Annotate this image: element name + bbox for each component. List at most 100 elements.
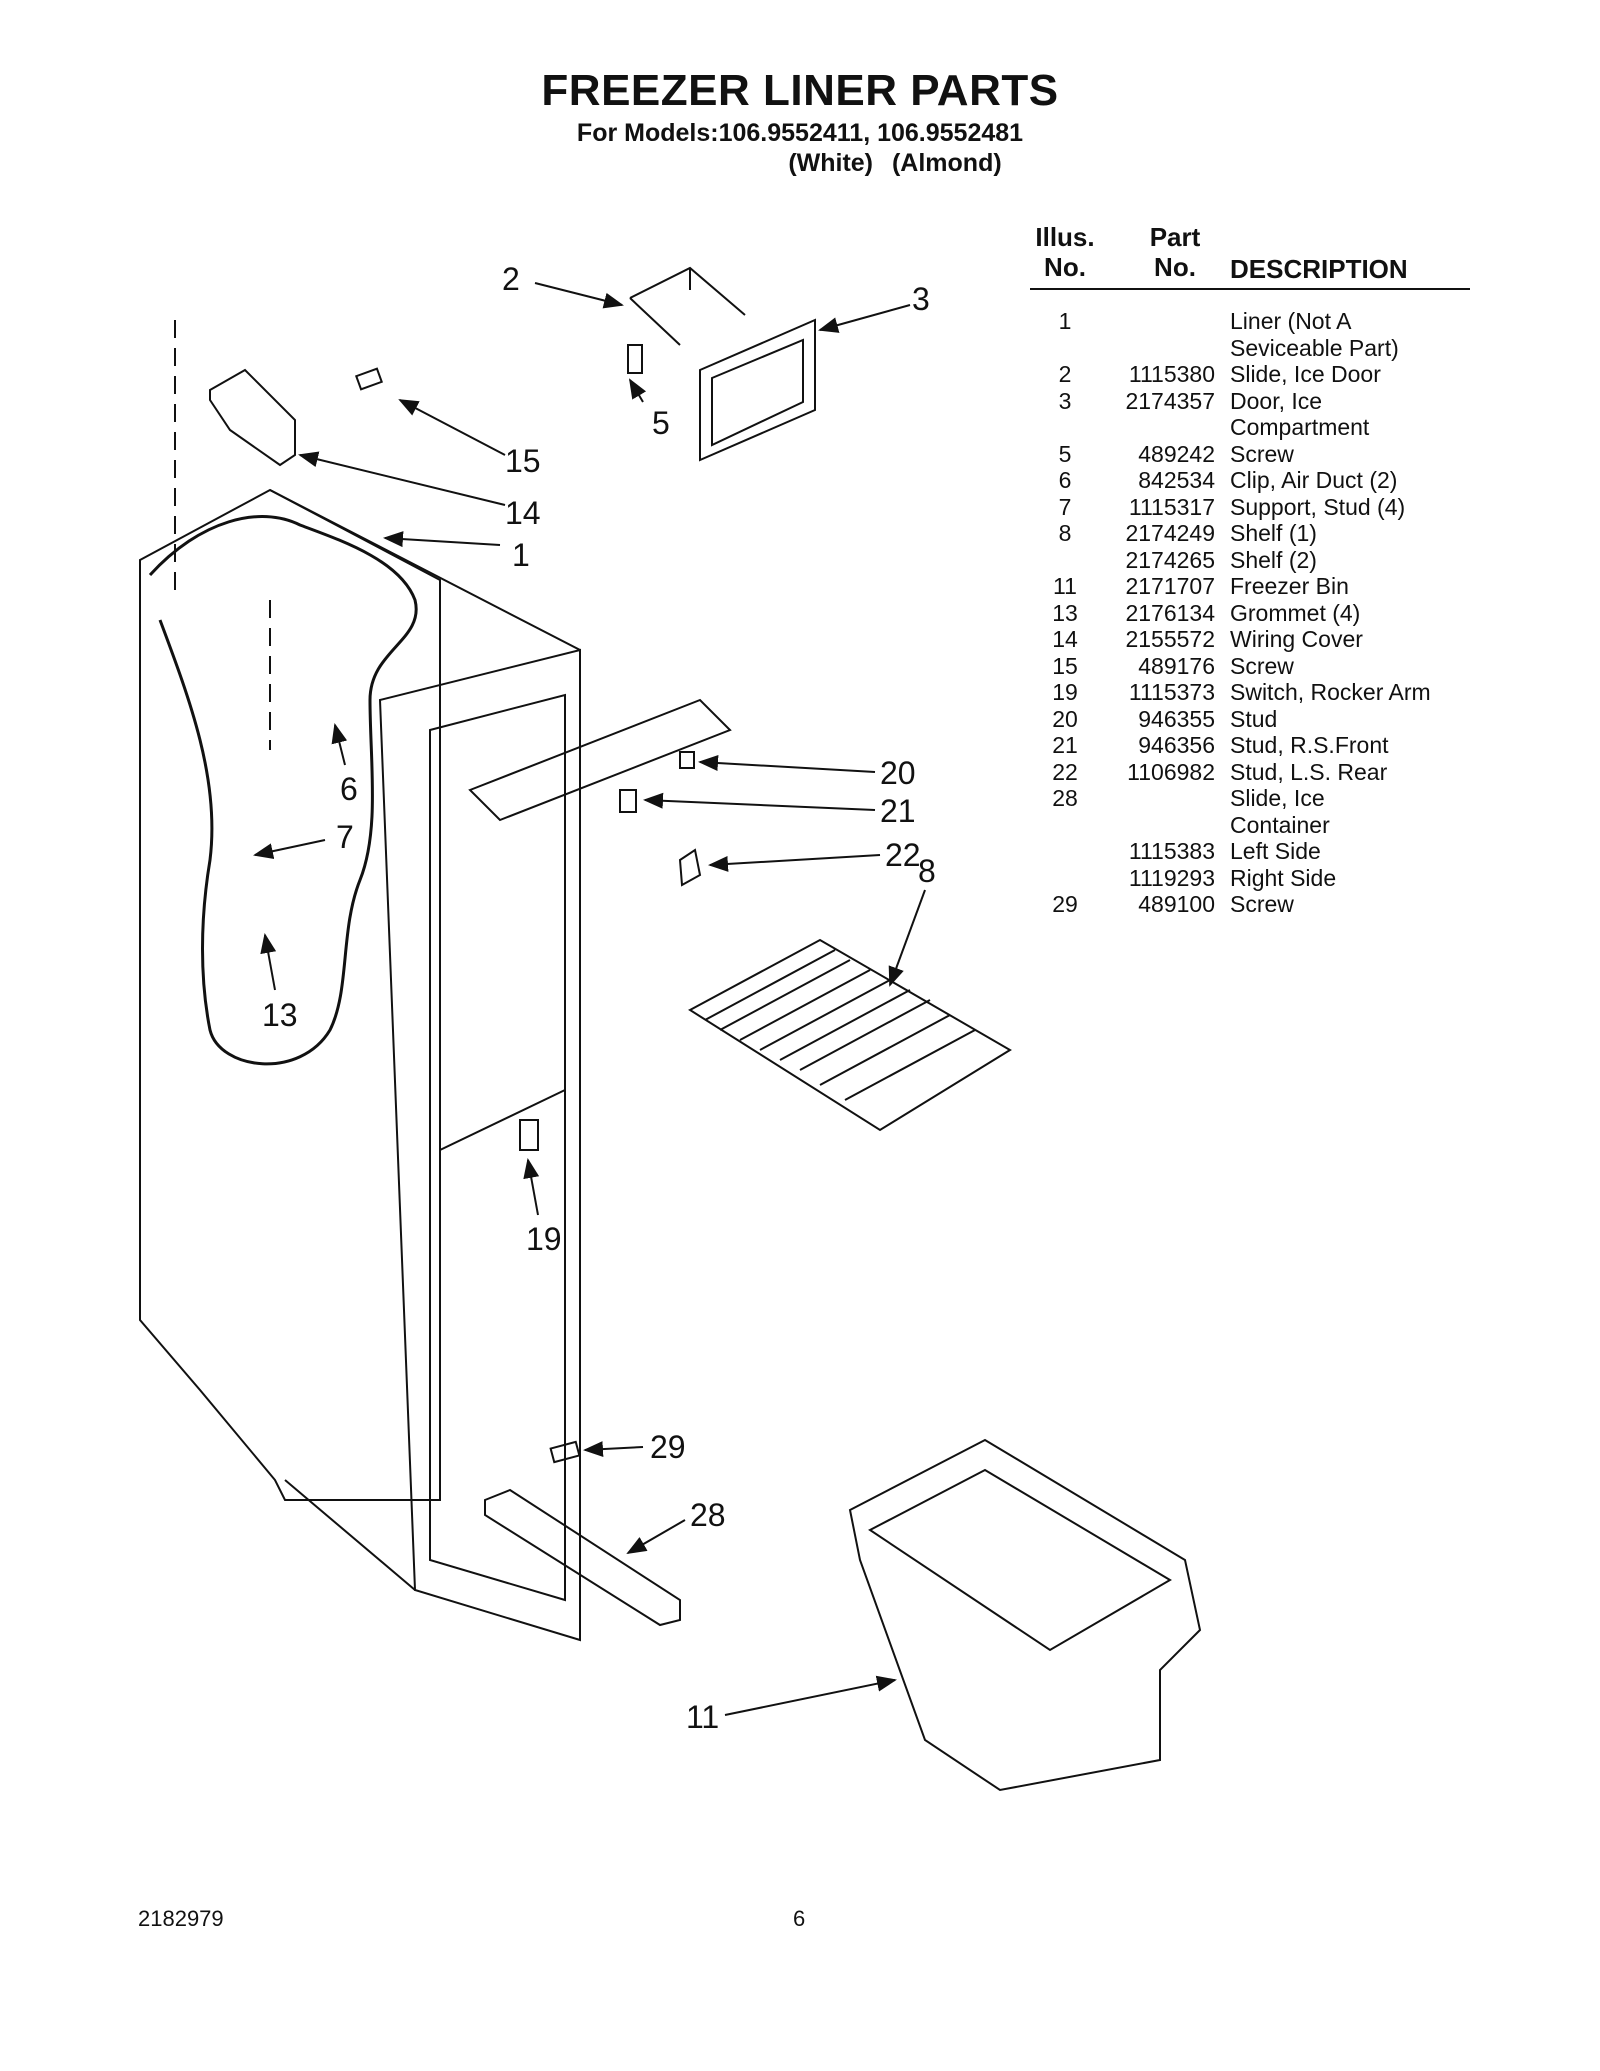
description-cell: Screw	[1230, 652, 1294, 679]
part-number-cell: 489176	[1138, 652, 1215, 679]
part-number-cell: 1115317	[1128, 493, 1215, 520]
part-number-cell: 1115373	[1128, 679, 1215, 705]
col-part-line2: No.	[1154, 252, 1196, 282]
leader-3	[818, 304, 911, 333]
description-cell: Left Side	[1230, 838, 1321, 864]
leader-19	[523, 1158, 540, 1216]
col-illus-line1: Illus.	[1035, 222, 1095, 252]
leader-6	[331, 723, 348, 766]
leader-28	[626, 1519, 686, 1555]
liner-front-frame	[378, 648, 581, 1642]
illus-cell: 29	[1052, 891, 1078, 917]
part-number-cell: 2176134	[1125, 599, 1215, 626]
leader-8	[888, 889, 926, 987]
model-numbers: For Models:106.9552411, 106.9552481 (Whi…	[0, 118, 1600, 178]
description-cell: Container	[1230, 811, 1330, 838]
ice-door-slide	[629, 266, 746, 346]
description-cell: Door, Ice	[1230, 387, 1323, 414]
table-row: 29 489100 Screw	[1030, 891, 1470, 918]
description-cell: Seviceable Part)	[1230, 334, 1399, 361]
screw-5	[627, 344, 643, 374]
callout-5: 5	[652, 405, 670, 441]
illus-cell: 15	[1052, 652, 1078, 679]
ice-container-slide	[484, 1488, 681, 1627]
description-cell: Screw	[1230, 891, 1294, 917]
description-cell: Shelf (2)	[1230, 546, 1317, 573]
leader-21	[643, 792, 876, 811]
dash-guide	[174, 320, 271, 750]
description-cell: Slide, Ice Door	[1230, 361, 1381, 387]
description-cell: Stud, R.S.Front	[1230, 732, 1389, 758]
col-part-header: Part No.	[1130, 222, 1220, 282]
description-cell: Stud, L.S. Rear	[1230, 758, 1388, 785]
part-number-cell: 1119293	[1128, 864, 1215, 891]
callout-2: 2	[502, 261, 520, 297]
table-row: Seviceable Part)	[1030, 335, 1470, 362]
illus-cell: 2	[1058, 361, 1072, 387]
description-cell: Clip, Air Duct (2)	[1230, 467, 1398, 493]
illus-cell: 20	[1052, 705, 1078, 732]
leader-11	[724, 1675, 897, 1716]
callout-6: 6	[340, 771, 358, 807]
col-illus-header: Illus. No.	[1030, 222, 1100, 282]
description-cell: Screw	[1230, 440, 1294, 467]
leader-15	[398, 399, 506, 456]
callout-1: 1	[512, 537, 530, 573]
leader-22	[708, 854, 881, 872]
part-number-cell: 2174249	[1125, 520, 1215, 546]
callout-7: 7	[336, 819, 354, 855]
duct-shield	[468, 698, 732, 822]
stud-22	[678, 848, 702, 887]
callout-15: 15	[505, 443, 541, 479]
leader-29	[583, 1441, 644, 1458]
description-cell: Stud	[1230, 705, 1278, 732]
callout-3: 3	[912, 281, 930, 317]
freezer-bin	[848, 1438, 1202, 1792]
part-number-cell: 489100	[1138, 891, 1215, 917]
illus-cell: 5	[1058, 440, 1072, 467]
illus-cell: 22	[1052, 758, 1078, 785]
liner-bottom	[284, 1089, 566, 1591]
parts-table-header: Illus. No. Part No. DESCRIPTION	[1030, 222, 1470, 290]
part-number-cell: 2171707	[1125, 573, 1215, 599]
callout-28: 28	[690, 1497, 726, 1533]
color-white: (White)	[788, 149, 874, 177]
illus-cell: 28	[1052, 785, 1078, 811]
table-row: 2 1115380 Slide, Ice Door	[1030, 361, 1470, 388]
color-almond: (Almond)	[891, 149, 1002, 177]
callout-11: 11	[686, 1699, 719, 1735]
page-title: FREEZER LINER PARTS	[541, 66, 1059, 115]
part-number-cell: 1115380	[1128, 361, 1215, 387]
ice-door	[699, 318, 816, 462]
callout-14: 14	[505, 495, 541, 531]
description-cell: Support, Stud (4)	[1230, 493, 1406, 520]
illus-cell: 6	[1058, 467, 1072, 493]
screw-29	[549, 1440, 581, 1464]
col-illus-line2: No.	[1044, 252, 1086, 282]
leader-2	[534, 282, 624, 309]
callout-20: 20	[880, 755, 916, 791]
liner-outline	[139, 488, 441, 1501]
part-number-cell: 946355	[1138, 705, 1215, 732]
illus-cell: 21	[1052, 732, 1078, 758]
leader-1	[383, 531, 501, 548]
table-row: 20 946355 Stud	[1030, 706, 1470, 733]
callout-8: 8	[918, 853, 936, 889]
wire-shelf	[688, 938, 1012, 1132]
leader-7	[253, 839, 326, 860]
page-number: 6	[793, 1906, 806, 1931]
illus-cell: 8	[1058, 520, 1072, 546]
callout-21: 21	[880, 793, 916, 829]
leader-14	[298, 451, 506, 506]
